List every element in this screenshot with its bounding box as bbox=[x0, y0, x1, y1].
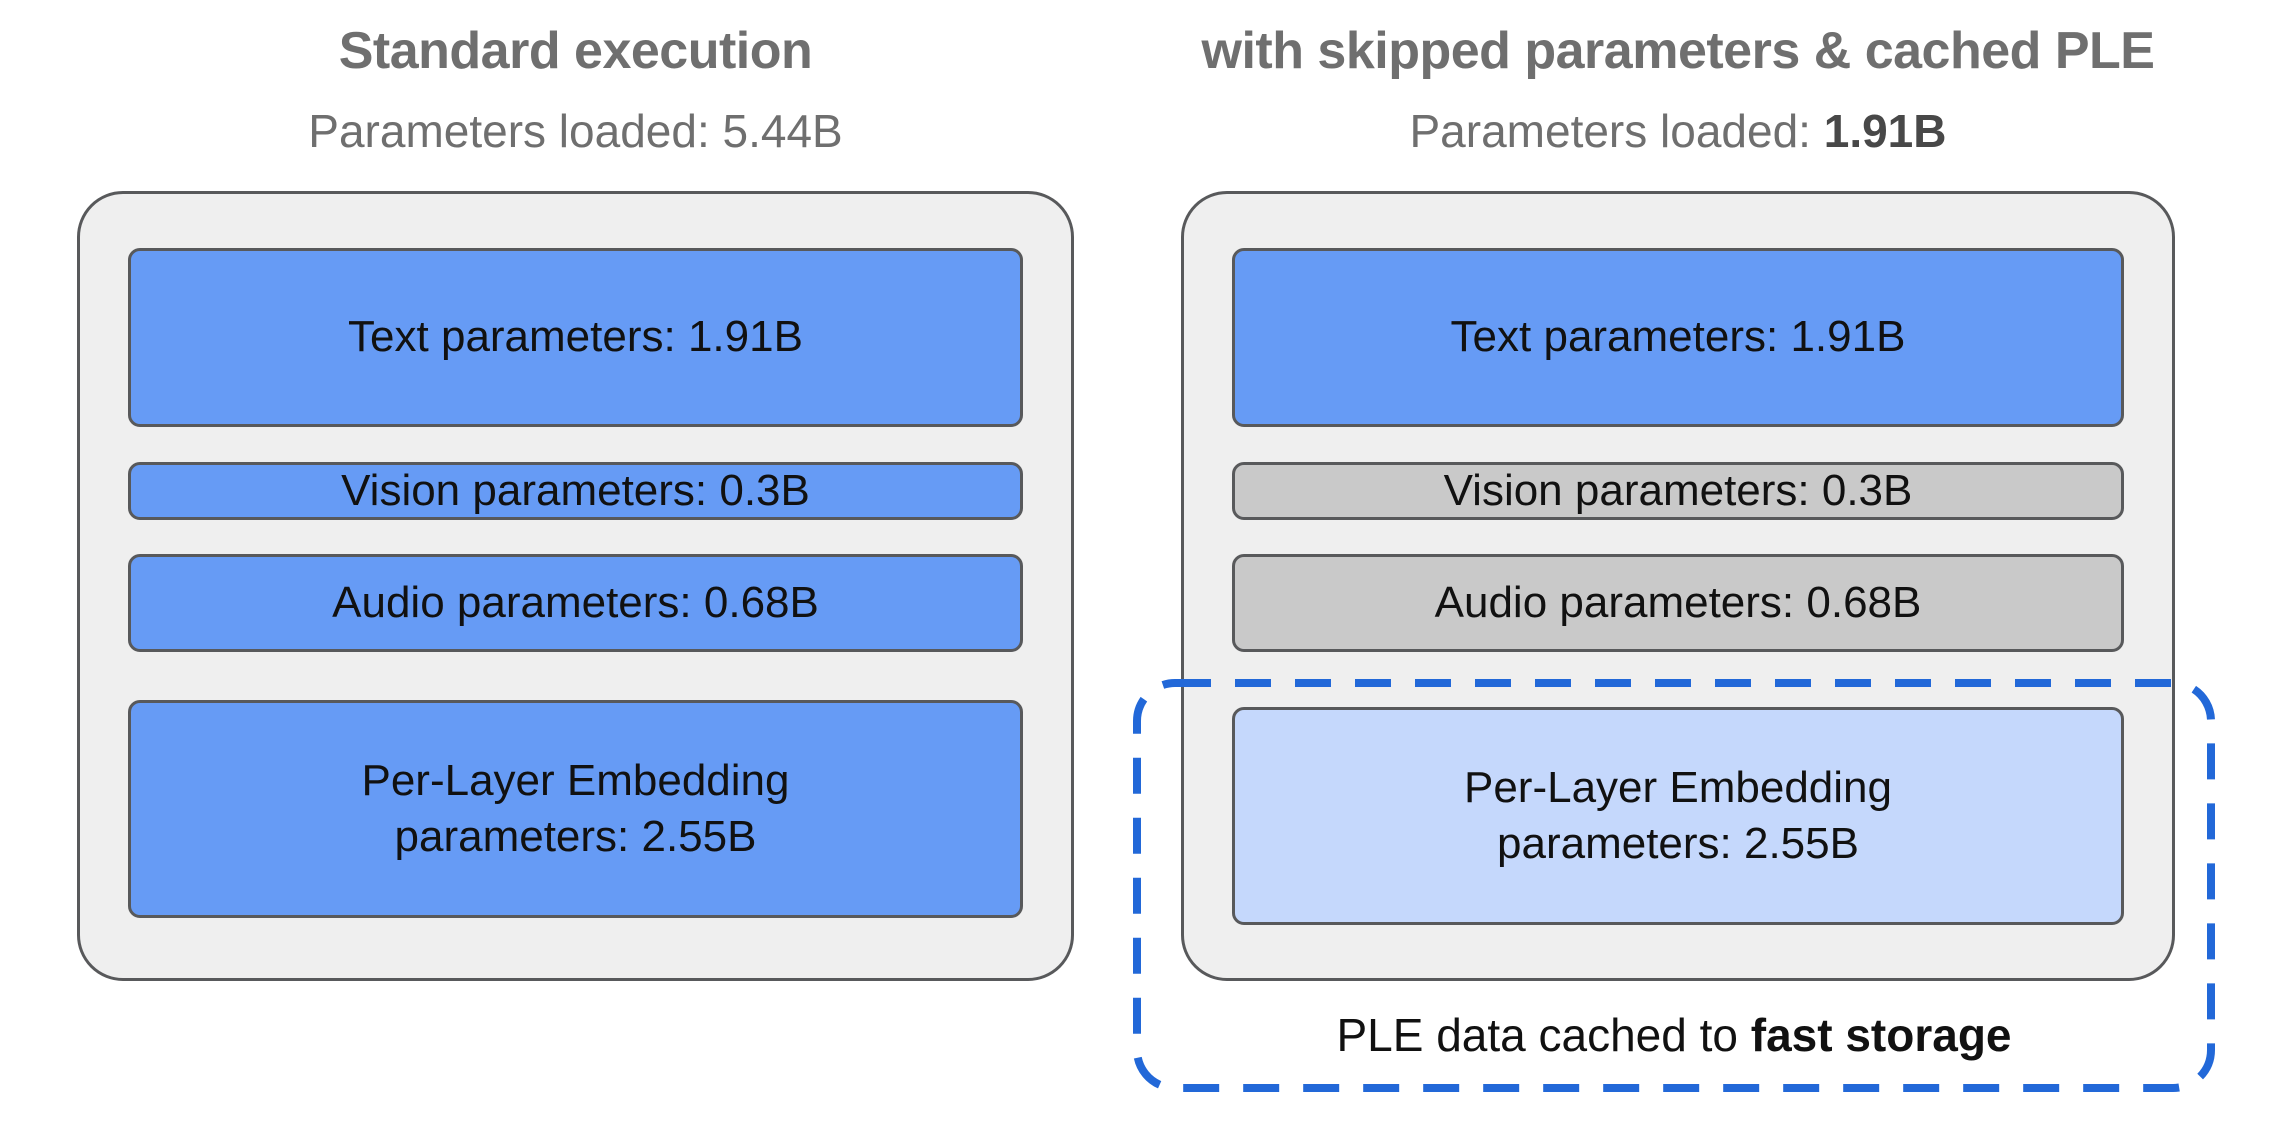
caption-bold-text: fast storage bbox=[1750, 1009, 2012, 1061]
left-vision-parameters-box: Vision parameters: 0.3B bbox=[128, 462, 1023, 520]
left-panel-title: Standard execution bbox=[338, 22, 813, 80]
right-subtitle-prefix: Parameters loaded: bbox=[1409, 105, 1824, 157]
right-panel-title: with skipped parameters & cached PLE bbox=[1201, 22, 2156, 80]
left-text-parameters-box: Text parameters: 1.91B bbox=[128, 248, 1023, 427]
left-per-layer-embedding-box: Per-Layer Embedding parameters: 2.55B bbox=[128, 700, 1023, 918]
left-panel-subtitle: Parameters loaded: 5.44B bbox=[308, 105, 843, 157]
right-text-parameters-box: Text parameters: 1.91B bbox=[1232, 248, 2124, 427]
right-panel-subtitle: Parameters loaded: 1.91B bbox=[1181, 102, 2175, 160]
right-audio-parameters-box-skipped: Audio parameters: 0.68B bbox=[1232, 554, 2124, 652]
caption-prefix: PLE data cached to bbox=[1336, 1009, 1751, 1061]
right-subtitle-value: 1.91B bbox=[1823, 105, 1947, 157]
left-audio-parameters-box: Audio parameters: 0.68B bbox=[128, 554, 1023, 652]
right-per-layer-embedding-box-cached: Per-Layer Embedding parameters: 2.55B bbox=[1232, 707, 2124, 925]
right-vision-parameters-box-skipped: Vision parameters: 0.3B bbox=[1232, 462, 2124, 520]
ple-cache-caption: PLE data cached to fast storage bbox=[1133, 1000, 2215, 1070]
